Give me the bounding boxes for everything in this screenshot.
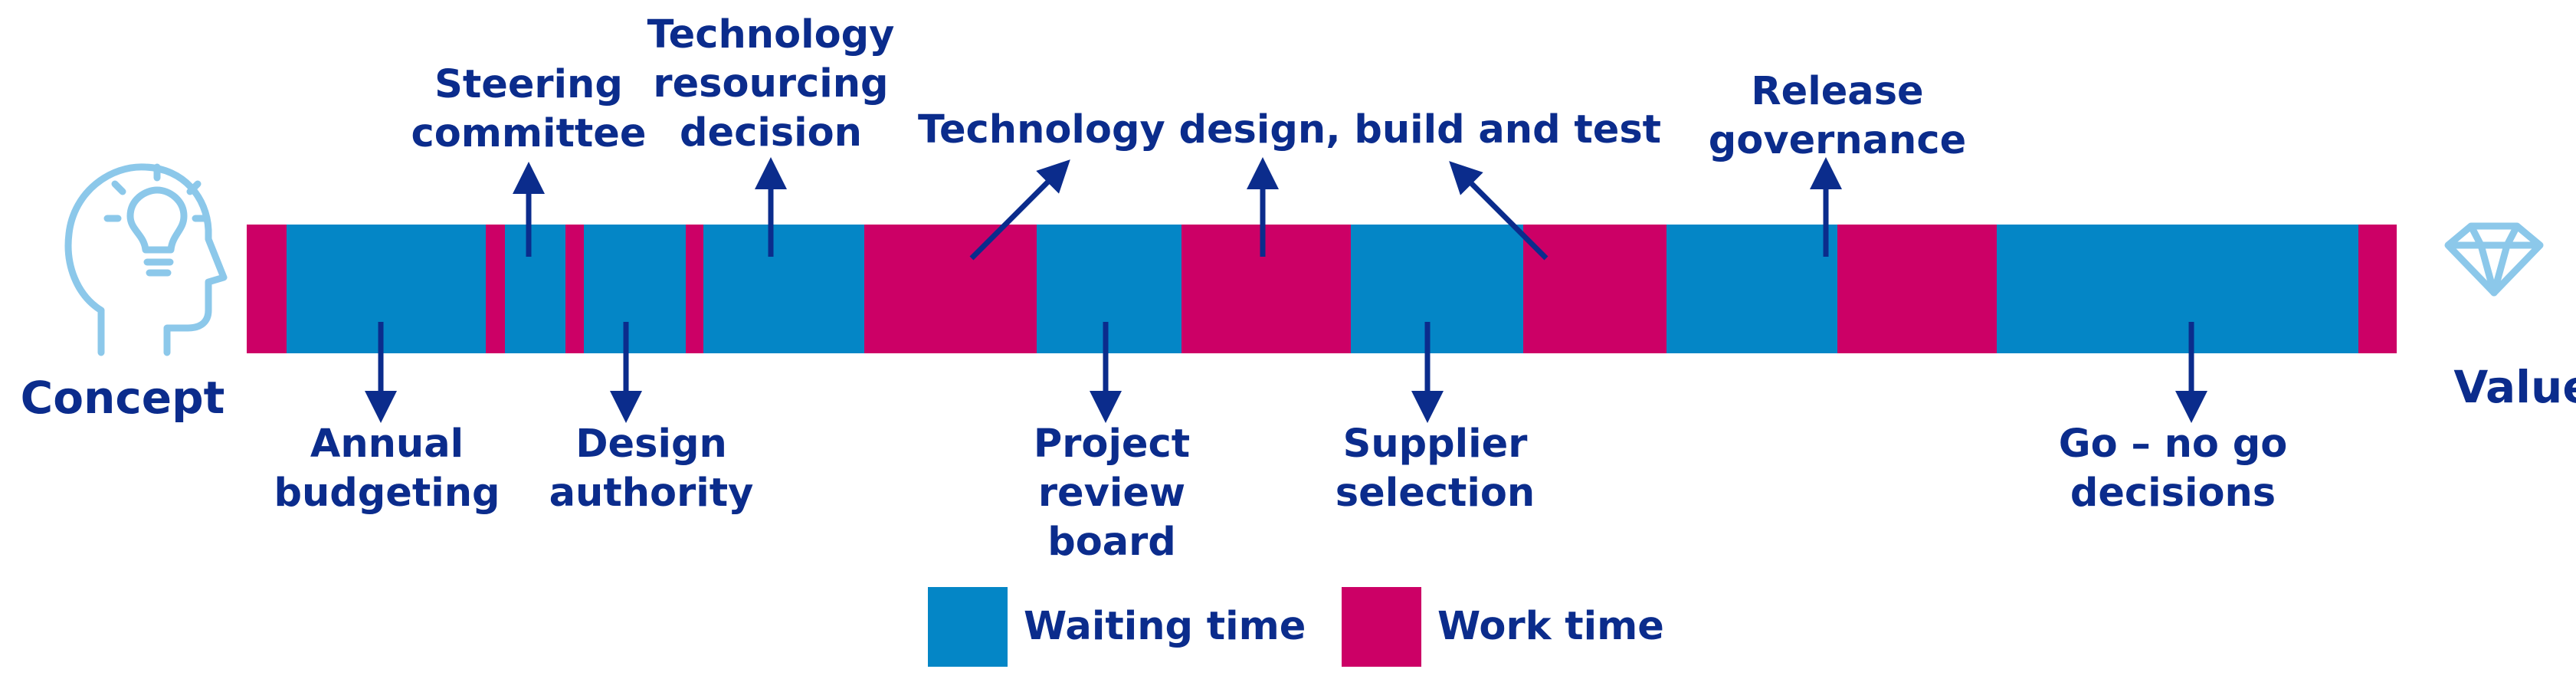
label-line: Annual bbox=[310, 422, 464, 467]
label-design-authority: Design authority bbox=[549, 420, 754, 518]
label-line: Technology design, build and test bbox=[917, 107, 1662, 153]
timeline-segment-work bbox=[2358, 225, 2397, 353]
timeline-segment-waiting bbox=[1351, 225, 1523, 353]
label-supplier-selection: Supplier selection bbox=[1336, 420, 1535, 518]
timeline-segment-waiting bbox=[584, 225, 686, 353]
diamond-icon bbox=[2444, 222, 2544, 297]
legend-label-waiting: Waiting time bbox=[1024, 604, 1306, 649]
label-release-governance: Release governance bbox=[1709, 67, 1966, 166]
label-line: Design bbox=[575, 422, 727, 467]
legend-swatch-work bbox=[1342, 587, 1421, 667]
concept-label: Concept bbox=[20, 372, 225, 424]
timeline-segment-work bbox=[565, 225, 584, 353]
label-line: authority bbox=[549, 471, 754, 516]
arrow-technology-design-right bbox=[1449, 161, 1549, 261]
timeline-segment-work bbox=[1523, 225, 1667, 353]
timeline-segment-work bbox=[1181, 225, 1351, 353]
head-lightbulb-icon bbox=[64, 163, 228, 356]
label-line: Technology bbox=[647, 12, 895, 57]
label-line: review bbox=[1037, 471, 1186, 516]
label-go-no-go: Go – no go decisions bbox=[2059, 420, 2288, 518]
label-line: Supplier bbox=[1342, 422, 1528, 467]
label-project-review-board: Project review board bbox=[1034, 420, 1190, 567]
timeline-segment-waiting bbox=[1037, 225, 1181, 353]
value-label: Value bbox=[2453, 361, 2576, 413]
label-technology-resourcing: Technology resourcing decision bbox=[647, 11, 895, 158]
label-line: Release bbox=[1751, 69, 1924, 114]
timeline-segment-work bbox=[247, 225, 287, 353]
timeline-bar bbox=[247, 225, 2397, 353]
timeline-segment-work bbox=[686, 225, 703, 353]
label-line: decision bbox=[679, 110, 862, 156]
label-steering-committee: Steering committee bbox=[411, 61, 647, 159]
timeline-segment-waiting bbox=[287, 225, 486, 353]
timeline-segment-work bbox=[486, 225, 505, 353]
timeline-segment-work bbox=[1837, 225, 1997, 353]
label-line: decisions bbox=[2070, 471, 2276, 516]
label-line: board bbox=[1047, 520, 1176, 565]
label-line: resourcing bbox=[653, 61, 889, 107]
label-technology-design: Technology design, build and test bbox=[918, 106, 1661, 155]
label-line: committee bbox=[411, 111, 647, 156]
timeline-segment-waiting bbox=[505, 225, 565, 353]
label-line: Steering bbox=[434, 62, 623, 107]
label-line: budgeting bbox=[274, 471, 500, 516]
timeline-segment-waiting bbox=[1667, 225, 1837, 353]
label-line: selection bbox=[1335, 471, 1535, 516]
label-annual-budgeting: Annual budgeting bbox=[274, 420, 500, 518]
legend-label-work: Work time bbox=[1437, 604, 1664, 649]
arrow-technology-design-left bbox=[969, 159, 1070, 261]
legend-swatch-waiting bbox=[928, 587, 1008, 667]
label-line: governance bbox=[1708, 118, 1967, 163]
label-line: Project bbox=[1033, 422, 1191, 467]
timeline-segment-waiting bbox=[703, 225, 864, 353]
timeline-segment-waiting bbox=[1997, 225, 2358, 353]
label-line: Go – no go bbox=[2058, 422, 2288, 467]
timeline-segment-work bbox=[864, 225, 1037, 353]
